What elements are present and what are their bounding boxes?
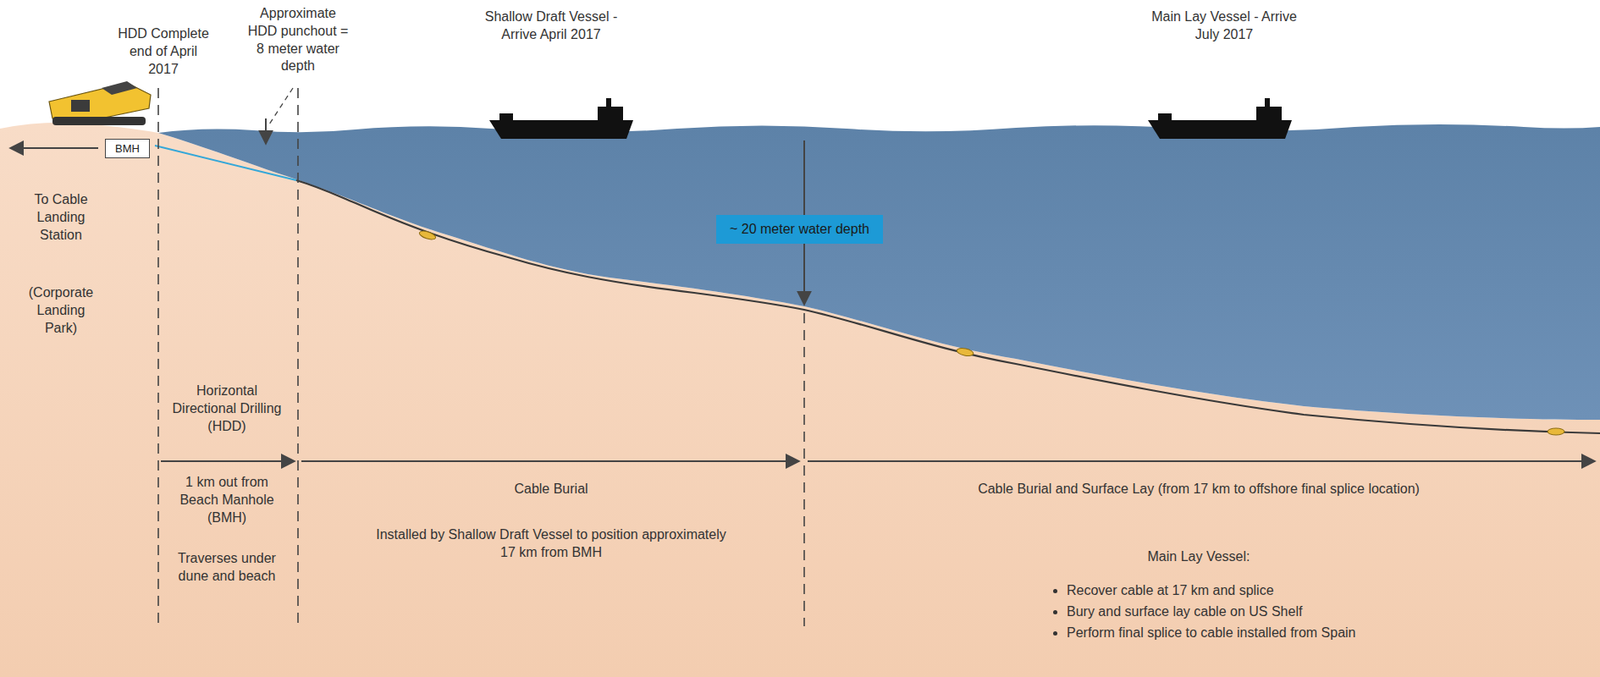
annotation-label: Cable Burial and Surface Lay (from 17 km…	[970, 480, 1428, 499]
annotation-label: Traverses under dune and beach	[169, 550, 285, 586]
annotation-label: Installed by Shallow Draft Vessel to pos…	[373, 526, 729, 563]
task-item: Bury and surface lay cable on US Shelf	[1066, 601, 1357, 624]
annotation-label: Main Lay Vessel:	[1071, 548, 1326, 567]
annotation-label: HDD Complete end of April 2017	[112, 25, 215, 78]
annotation-label: Main Lay Vessel - Arrive July 2017	[1143, 8, 1305, 45]
shallow-draft-vessel	[489, 98, 634, 139]
beach-manhole-box: BMH	[104, 138, 150, 159]
task-item: Recover cable at 17 km and splice	[1066, 580, 1357, 602]
depth-label-box: ~ 20 meter water depth	[716, 215, 883, 244]
annotation-label: Cable Burial	[424, 480, 679, 499]
main-lay-vessel	[1147, 98, 1292, 139]
task-item: Perform final splice to cable installed …	[1066, 623, 1357, 645]
annotation-label: Horizontal Directional Drilling (HDD)	[171, 382, 282, 436]
annotation-label: Shallow Draft Vessel - Arrive April 2017	[470, 8, 632, 45]
annotation-label: Approximate HDD punchout = 8 meter water…	[245, 5, 351, 76]
node-text: BMH	[115, 142, 140, 155]
annotation-label: (Corporate Landing Park)	[22, 284, 100, 337]
annotation-label: To Cable Landing Station	[27, 191, 95, 244]
task-list: Recover cable at 17 km and spliceBury an…	[1048, 580, 1357, 644]
annotation-label: 1 km out from Beach Manhole (BMH)	[169, 474, 285, 527]
drill-rig	[49, 81, 151, 126]
node-text: ~ 20 meter water depth	[729, 221, 870, 238]
